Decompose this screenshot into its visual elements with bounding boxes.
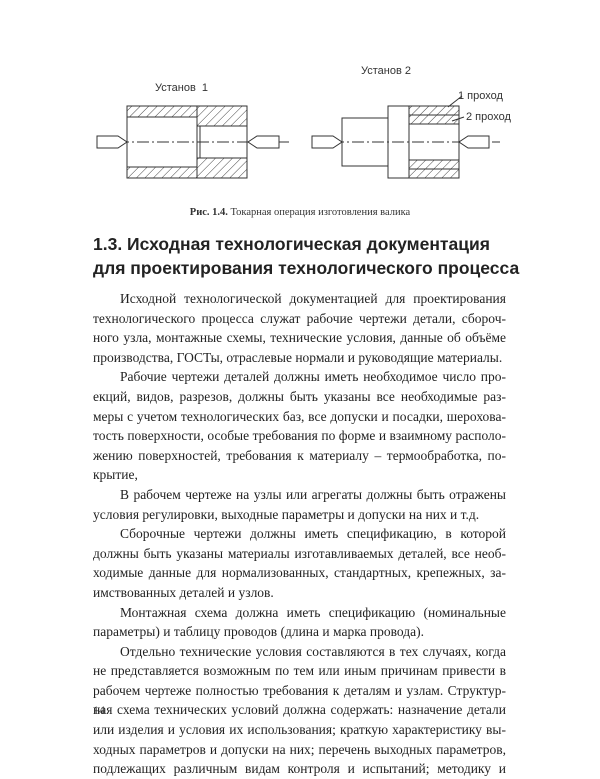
text-line: Монтажная схема должна иметь спецификаци… xyxy=(120,604,506,620)
text-line: ная схема технических условий должна сод… xyxy=(93,702,506,718)
text-line: подлежащих различным видам контроля и ис… xyxy=(93,761,506,777)
text-line: рабочем чертеже полностью требования к д… xyxy=(93,682,506,698)
text-line: или изделия и условия их использования; … xyxy=(93,722,506,738)
figure-caption: Рис. 1.4. Токарная операция изготовления… xyxy=(0,207,600,218)
text-line: жению поверхностей, требования к материа… xyxy=(93,447,506,463)
setup1-hatch-top-left xyxy=(126,105,198,118)
body-text: Исходной технологической документацией д… xyxy=(93,289,506,779)
setup2-pass2-stock xyxy=(408,114,460,125)
paragraph-4: Сборочные чертежи должны иметь специфика… xyxy=(93,524,506,602)
text-line: Рабочие чертежи деталей должны иметь нео… xyxy=(120,369,506,385)
text-line: должны быть указаны материалы изготавлив… xyxy=(93,545,506,561)
text-line: Сборочные чертежи должны иметь специфика… xyxy=(120,526,506,542)
text-line: крытие, xyxy=(93,467,138,483)
heading-line-2: для проектирования технологического проц… xyxy=(93,258,520,278)
setup1-drawing xyxy=(96,105,290,179)
heading-line-1: 1.3. Исходная технологическая документац… xyxy=(93,234,490,254)
text-line: тость поверхности, особые требования по … xyxy=(93,428,506,444)
setup1-hatch-bottom-left xyxy=(126,166,198,179)
setup1-left-center xyxy=(96,135,128,149)
paragraph-1: Исходной технологической документацией д… xyxy=(93,289,506,367)
caption-label: Рис. 1.4. xyxy=(189,207,228,218)
text-line: меры с учетом технологических баз, все д… xyxy=(93,408,506,424)
text-line: ходных параметров и допуски на них; пере… xyxy=(93,741,506,757)
pass1-label: 1 проход xyxy=(458,90,503,102)
setup1-hatch-top-right xyxy=(196,105,248,127)
text-line: условия регулировки, выходные параметры … xyxy=(93,506,480,522)
setup2-pass1-stock xyxy=(408,105,460,116)
text-line: Исходной технологической документацией д… xyxy=(120,291,506,306)
text-line: имствованных деталей и узлов. xyxy=(93,584,274,600)
pass1-leader xyxy=(447,95,463,108)
text-line: В рабочем чертеже на узлы или агрегаты д… xyxy=(120,486,506,502)
text-line: Отдельно технические условия составляютс… xyxy=(120,643,506,659)
caption-text: Токарная операция изготовления валика xyxy=(230,207,411,218)
setup2-drawing xyxy=(311,95,500,179)
pass2-label: 2 проход xyxy=(466,111,511,123)
text-line: технологического процесса служат рабочие… xyxy=(93,310,506,326)
setup2-right-center xyxy=(458,135,490,149)
turning-operation-figure: Установ 1 Установ 2 xyxy=(96,65,511,179)
paragraph-3: В рабочем чертеже на узлы или агрегаты д… xyxy=(93,485,506,524)
page-number: 14 xyxy=(93,703,105,717)
setup1-hatch-bottom-right xyxy=(196,157,248,179)
paragraph-5: Монтажная схема должна иметь спецификаци… xyxy=(93,603,506,642)
text-line: ного узла, монтажные схемы, технические … xyxy=(93,330,506,346)
setup2-pass1-stock-bottom xyxy=(408,168,460,179)
setup2-label: Установ 2 xyxy=(361,65,411,77)
text-line: параметры) и таблицу проводов (длина и м… xyxy=(93,624,425,640)
paragraph-2: Рабочие чертежи деталей должны иметь нео… xyxy=(93,367,506,485)
setup2-left-center xyxy=(311,135,343,149)
text-line: производства, ГОСТы, отраслевые нормали … xyxy=(93,349,503,365)
section-heading: 1.3. Исходная технологическая документац… xyxy=(93,232,533,280)
text-line: не представляется возможным по тем или и… xyxy=(93,663,506,679)
pass2-leader xyxy=(451,116,465,122)
setup1-label: Установ 1 xyxy=(155,82,208,94)
setup2-pass2-stock-bottom xyxy=(408,159,460,170)
text-line: екций, видов, разрезов, должны быть указ… xyxy=(93,388,506,404)
text-line: ходимые данные для нормализованных, стан… xyxy=(93,565,506,581)
document-page: Установ 1 Установ 2 xyxy=(0,65,600,776)
setup1-right-center xyxy=(247,135,280,149)
paragraph-6: Отдельно технические условия составляютс… xyxy=(93,642,506,779)
